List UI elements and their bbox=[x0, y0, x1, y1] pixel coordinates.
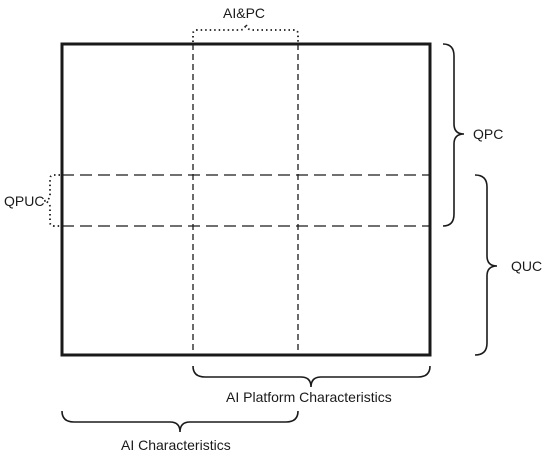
quc-brace bbox=[474, 174, 498, 356]
ai-pc-brace bbox=[192, 23, 299, 42]
ai-platform-characteristics-label: AI Platform Characteristics bbox=[226, 389, 392, 405]
qpc-label: QPC bbox=[473, 126, 504, 142]
quc-label: QUC bbox=[511, 258, 543, 274]
ai-pc-label: AI&PC bbox=[223, 5, 266, 21]
qpuc-label: QPUC bbox=[4, 193, 45, 209]
ai-platform-brace bbox=[192, 365, 431, 388]
ai-characteristics-brace bbox=[61, 410, 299, 433]
outer-frame bbox=[60, 42, 432, 357]
ai-characteristics-label: AI Characteristics bbox=[121, 437, 231, 453]
qpuc-brace bbox=[43, 174, 60, 227]
qpc-brace bbox=[442, 43, 465, 227]
